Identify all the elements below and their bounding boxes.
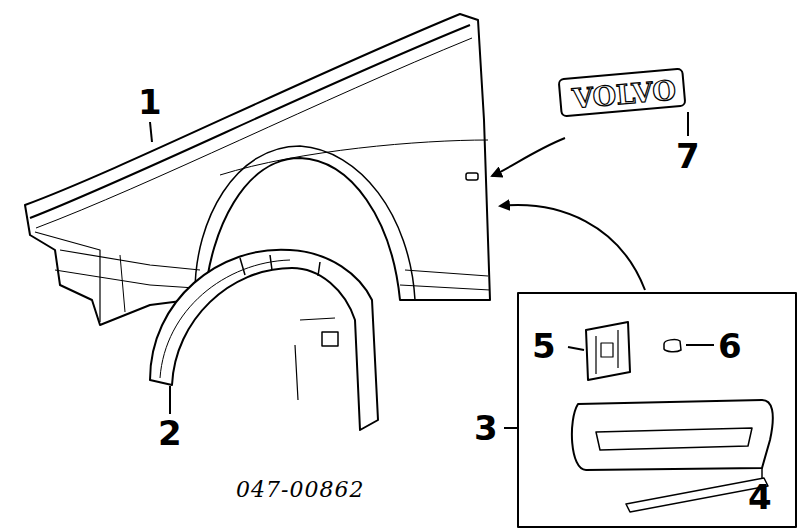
callout-number: 5 — [532, 329, 556, 363]
callout-number: 2 — [158, 416, 182, 450]
callout-number: 3 — [474, 411, 498, 445]
diagram-code: 047-00862 — [236, 479, 364, 501]
callout-number: 7 — [676, 139, 700, 173]
callout-number: 1 — [138, 85, 162, 119]
callout-number: 4 — [748, 480, 772, 514]
emblem-plate: VOLVO — [558, 68, 687, 118]
emblem-text: VOLVO — [571, 77, 673, 113]
callout-number: 6 — [718, 329, 742, 363]
